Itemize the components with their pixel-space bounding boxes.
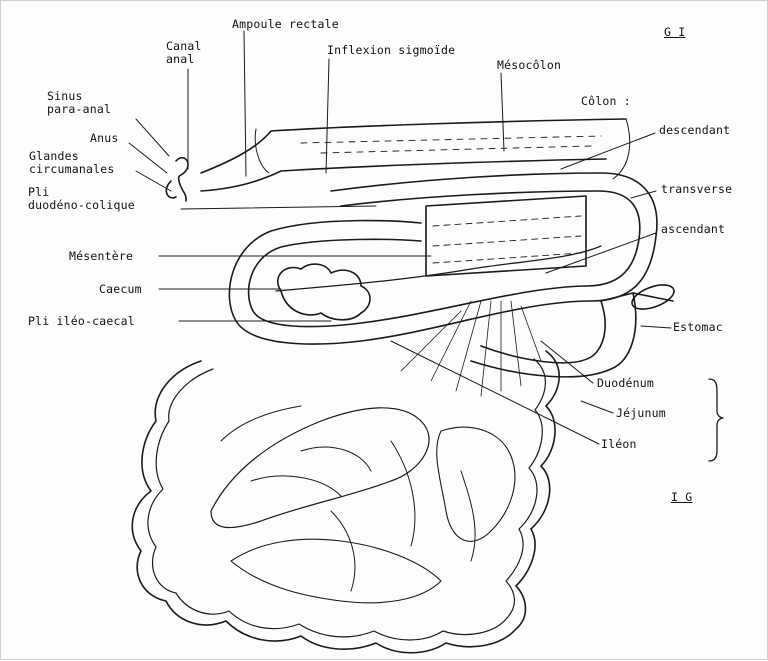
anal-canal xyxy=(166,158,188,201)
leader-sinus xyxy=(136,119,169,156)
mesocolon-top-dashes xyxy=(301,136,601,153)
leader-pli-duodeno xyxy=(181,206,376,209)
label-duodenum: Duodénum xyxy=(597,377,654,390)
corner-mark-bottom: I G xyxy=(671,491,692,504)
label-transverse: transverse xyxy=(661,183,732,196)
stomach-tube xyxy=(601,293,673,301)
label-pli-ileo-caecal: Pli iléo-caecal xyxy=(28,315,135,328)
label-canal-anal: Canal anal xyxy=(166,40,202,66)
leader-ampoule xyxy=(244,31,246,176)
jejunum-loop-4 xyxy=(221,406,475,591)
leader-inflexion xyxy=(326,59,329,173)
label-ampoule-rectale: Ampoule rectale xyxy=(232,18,339,31)
mesentery-lines xyxy=(401,301,541,396)
label-glandes-circumanales: Glandes circumanales xyxy=(29,150,114,176)
caecum-shape xyxy=(278,264,370,320)
intestinal-mass-inner xyxy=(148,359,545,640)
label-caecum: Caecum xyxy=(99,283,142,296)
leader-lines xyxy=(129,31,671,444)
label-estomac: Estomac xyxy=(673,321,723,334)
leader-ascendant xyxy=(546,233,656,273)
leader-glandes xyxy=(136,171,171,191)
leader-estomac xyxy=(641,326,671,328)
colon-inner xyxy=(249,191,640,327)
label-pli-duodeno-colique: Pli duodéno-colique xyxy=(28,186,135,212)
label-anus: Anus xyxy=(90,132,119,145)
jejunum-loop-1 xyxy=(211,408,429,528)
label-ascendant: ascendant xyxy=(661,223,725,236)
label-mesocolon: Mésocôlon xyxy=(497,59,561,72)
colon-outer xyxy=(229,173,657,344)
leader-mesocolon xyxy=(501,73,504,151)
leader-transverse xyxy=(631,191,656,198)
leader-descendant xyxy=(561,133,655,169)
jejunum-loop-3 xyxy=(437,427,515,541)
label-jejunum: Jéjunum xyxy=(616,407,666,420)
stomach-shape xyxy=(471,293,636,377)
mesocolon-dashes xyxy=(433,216,581,263)
jejunum-loop-2 xyxy=(231,539,441,603)
right-bracket xyxy=(709,379,723,461)
leader-jejunum xyxy=(581,401,613,413)
label-mesentere: Mésentère xyxy=(69,250,133,263)
corner-mark-top: G I xyxy=(664,26,685,39)
label-sinus-para-anal: Sinus para-anal xyxy=(47,90,111,116)
label-inflexion-sigmoide: Inflexion sigmoïde xyxy=(327,44,455,57)
label-descendant: descendant xyxy=(659,124,730,137)
label-colon: Côlon : xyxy=(581,95,631,108)
leader-ileon xyxy=(391,341,599,444)
label-ileon: Iléon xyxy=(601,438,637,451)
intestinal-mass-outline xyxy=(132,351,559,653)
